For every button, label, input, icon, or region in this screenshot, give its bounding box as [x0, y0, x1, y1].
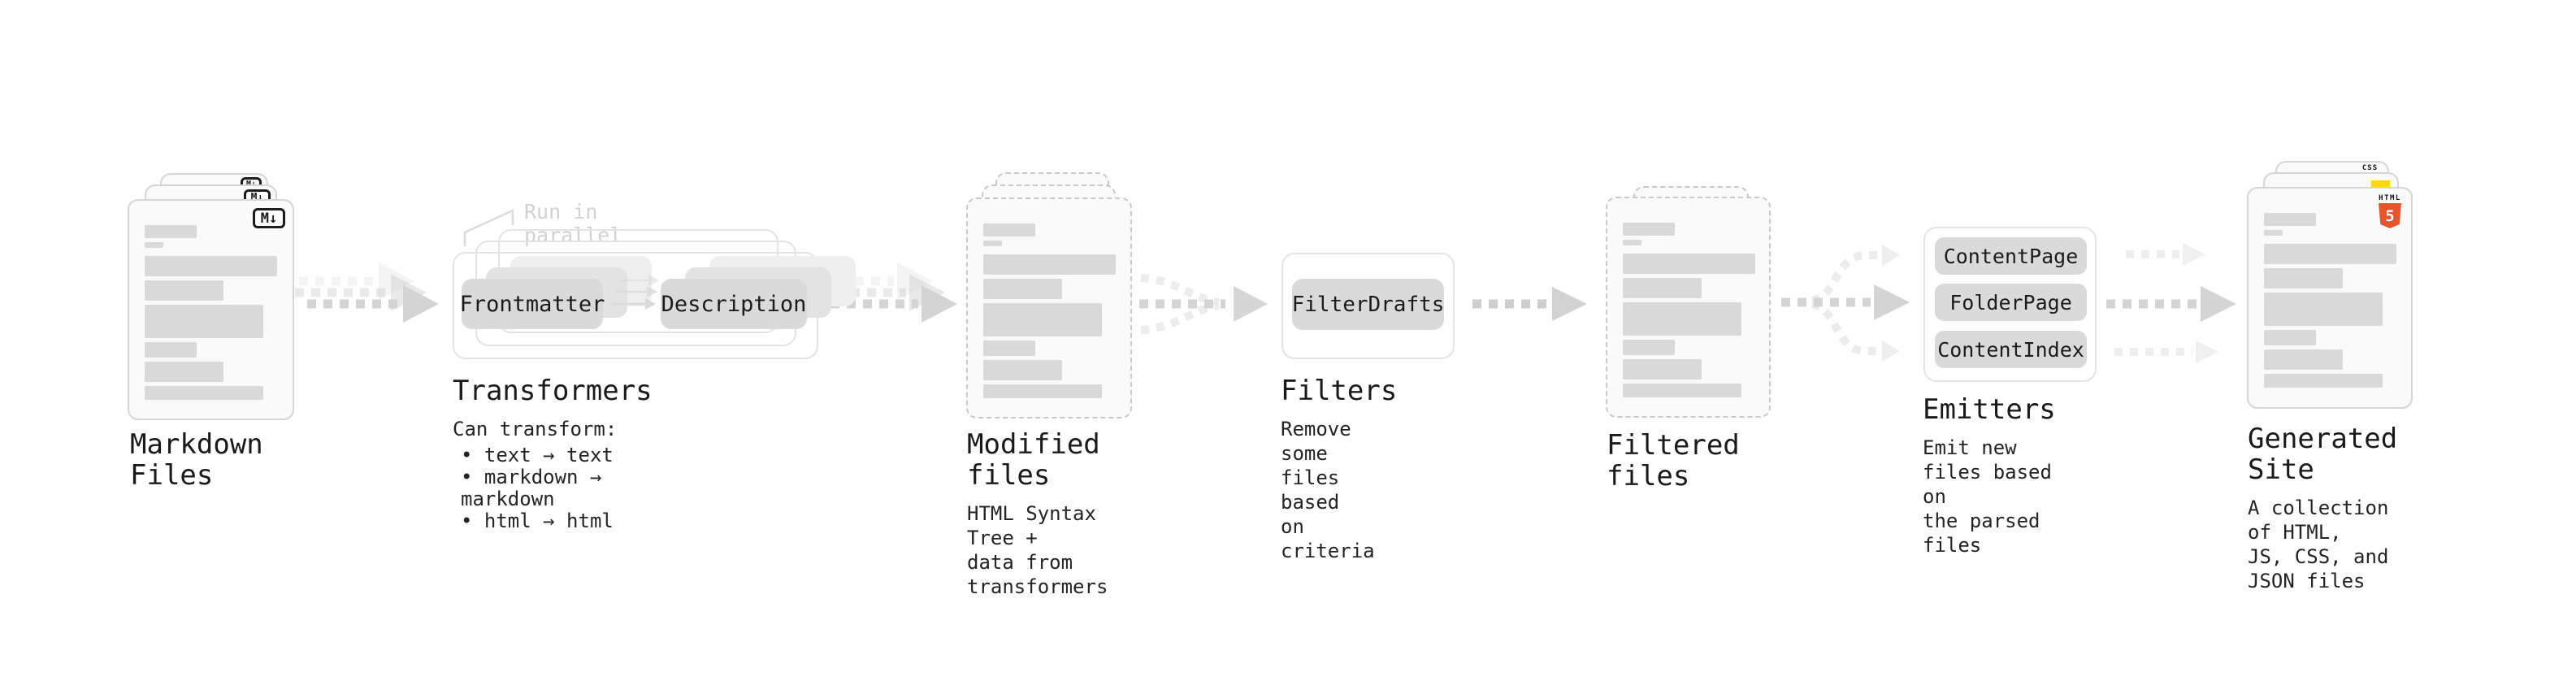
arrow-filtered-to-emitters-split	[1781, 245, 1910, 362]
stage-title: Modified files	[967, 428, 1100, 492]
filterdrafts-button: FilterDrafts	[1292, 279, 1444, 330]
list-item: • html → html	[461, 510, 614, 532]
arrow-emitters-to-generated	[2106, 243, 2236, 363]
modified-files-label: Modified files HTML Syntax Tree + data f…	[967, 429, 1108, 599]
markdown-icon: M↓	[253, 208, 285, 228]
stage-description: Emit new files based on the parsed files	[1923, 436, 2052, 557]
css-icon-label: CSS	[2361, 164, 2379, 172]
stage-title: Transformers	[453, 375, 653, 407]
generated-site-label: Generated Site A collection of HTML, JS,…	[2248, 423, 2397, 593]
emitters-frame	[1923, 227, 2097, 382]
contentindex-emitter-button: ContentIndex	[1935, 331, 2087, 368]
stage-description: Can transform:	[453, 418, 618, 440]
filtered-files-label: Filtered files	[1607, 430, 1740, 492]
list-item: • text → text	[461, 444, 614, 466]
stage-description: HTML Syntax Tree + data from transformer…	[967, 502, 1108, 598]
document-placeholder-lines	[145, 225, 277, 400]
document-placeholder-lines	[2264, 213, 2396, 388]
document-placeholder-lines	[1623, 223, 1755, 397]
stage-title: Emitters	[1923, 393, 2056, 426]
emitters-label: Emitters Emit new files based on the par…	[1923, 394, 2056, 557]
markdown-files-label: Markdown Files	[130, 429, 263, 491]
stage-description: Remove some files based on criteria	[1281, 418, 1375, 562]
arrow-markdown-to-transformers	[283, 262, 439, 323]
stage-title: Filtered files	[1607, 429, 1740, 492]
frontmatter-transformer-button: Frontmatter	[460, 279, 605, 329]
stage-title: Filters	[1281, 375, 1398, 407]
html5-icon: HTML 5	[2378, 194, 2402, 228]
transformers-label: Transformers Can transform: • text → tex…	[453, 375, 653, 532]
filtered-file-page-front	[1606, 197, 1771, 418]
stage-title: Generated Site	[2248, 423, 2398, 486]
transform-types-list: • text → text • markdown → markdown • ht…	[453, 445, 653, 532]
html5-icon-label: HTML	[2379, 194, 2401, 202]
html5-icon-shield: 5	[2379, 203, 2401, 228]
document-placeholder-lines	[983, 223, 1116, 398]
contentpage-emitter-button: ContentPage	[1935, 237, 2087, 275]
arrow-modified-to-filters-merge	[1139, 274, 1268, 334]
filters-label: Filters Remove some files based on crite…	[1281, 375, 1397, 563]
arrow-filters-to-filtered	[1472, 287, 1587, 321]
stage-description: A collection of HTML, JS, CSS, and JSON …	[2248, 497, 2389, 592]
list-item: • markdown → markdown	[461, 466, 602, 510]
markdown-file-page-front: M↓	[128, 199, 294, 420]
stage-title: Markdown Files	[130, 428, 263, 492]
filters-frame	[1281, 253, 1455, 359]
generated-site-page-front: HTML 5	[2247, 187, 2413, 409]
folderpage-emitter-button: FolderPage	[1935, 284, 2087, 321]
description-transformer-button: Description	[661, 279, 807, 329]
run-in-parallel-annotation: Run in parallel	[524, 200, 622, 247]
modified-file-page-front	[966, 197, 1132, 419]
